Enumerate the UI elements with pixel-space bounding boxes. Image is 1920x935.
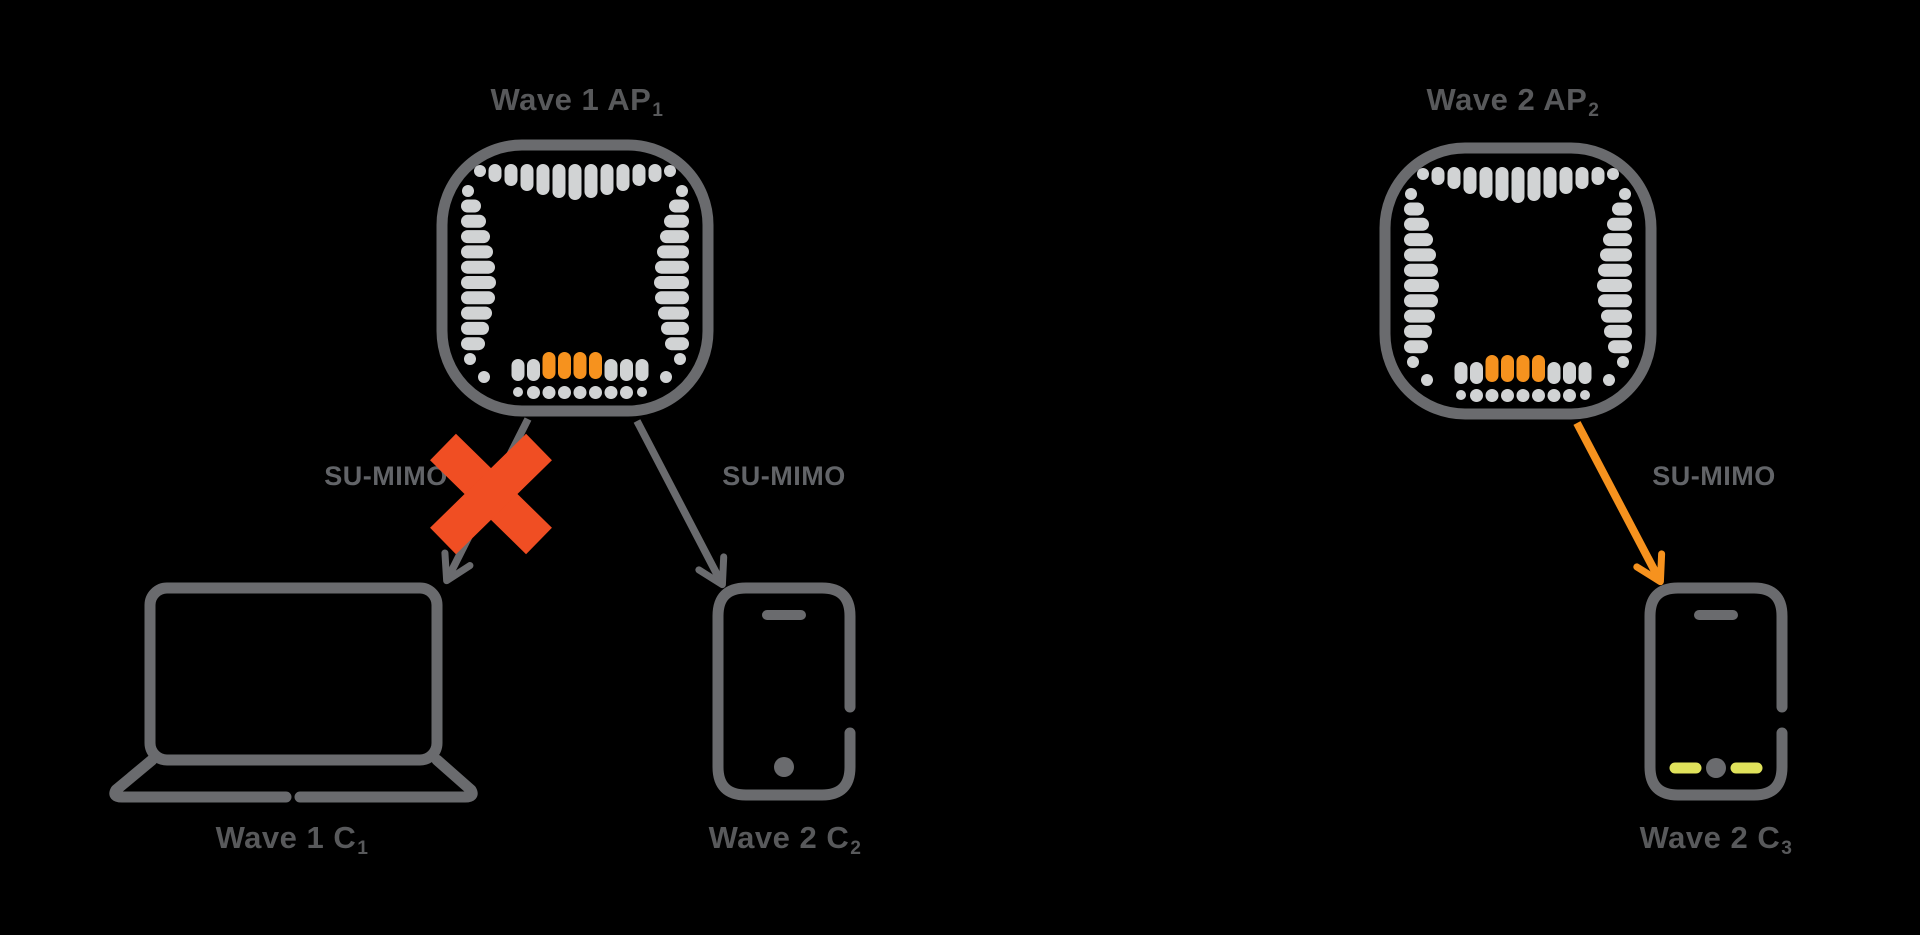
laptop-base — [109, 754, 478, 803]
laptop-screen — [144, 582, 443, 766]
link-label-ap2-c3: SU-MIMO — [1652, 461, 1776, 491]
ap1-label: Wave 1 AP1 — [490, 82, 664, 122]
laptop-icon — [109, 582, 478, 803]
link-label-ap1-c2: SU-MIMO — [722, 461, 846, 491]
smartphone-icon — [712, 582, 856, 801]
arrow-ap1-to-c2 — [633, 419, 728, 589]
link-label-ap1-c1: SU-MIMO — [324, 461, 448, 491]
smartphone-icon — [1644, 582, 1788, 801]
phone-body — [1644, 582, 1788, 801]
access-point-icon — [436, 139, 714, 417]
phone-home-button — [1706, 758, 1726, 778]
c3-label: Wave 2 C3 — [1639, 820, 1793, 860]
c2-label: Wave 2 C2 — [708, 820, 862, 860]
phone-home-button — [774, 757, 794, 777]
access-point-icon — [1379, 142, 1657, 420]
arrow-ap1-to-c1 — [441, 417, 532, 585]
arrow-ap2-to-c3 — [1573, 421, 1666, 586]
phone-body — [712, 582, 856, 801]
c1-label: Wave 1 C1 — [215, 820, 369, 860]
ap2-label: Wave 2 AP2 — [1426, 82, 1600, 122]
